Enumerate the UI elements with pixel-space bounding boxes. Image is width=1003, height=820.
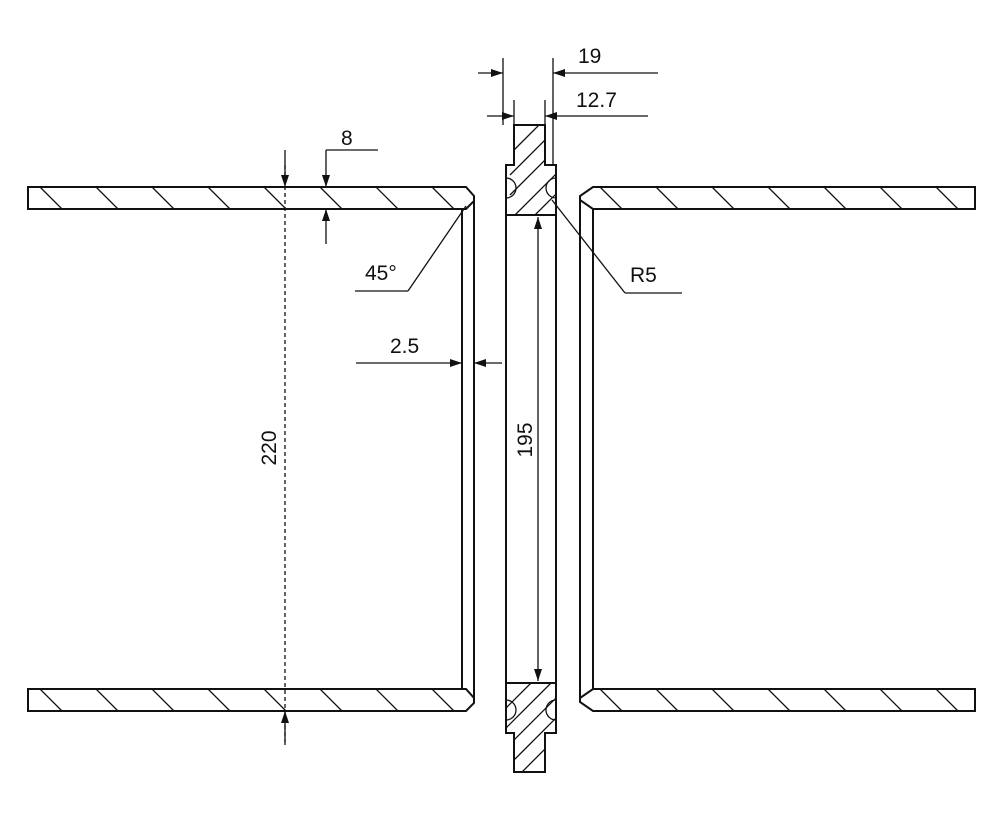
left-pipe-top-wall [27, 186, 475, 210]
wall-thickness-label: 8 [341, 127, 353, 150]
left-pipe-bottom-wall [27, 688, 475, 712]
ring-inner-diameter-label: 195 [514, 422, 537, 457]
ring-outer-width-label: 19 [578, 45, 601, 68]
right-pipe [579, 186, 976, 712]
gap-label: 2.5 [390, 335, 419, 358]
dimension-ring-outer-width: 19 [478, 45, 658, 165]
pipe-inner-diameter-label: 220 [258, 430, 281, 465]
ring-inner-width-label: 12.7 [576, 89, 617, 112]
dimension-groove-radius: R5 [551, 199, 682, 294]
dimension-wall-thickness: 8 [322, 127, 378, 244]
right-pipe-top-wall [579, 186, 976, 210]
dimension-bevel-angle: 45° [355, 205, 467, 292]
ring-bottom-section [505, 682, 557, 773]
groove-radius-label: R5 [630, 264, 657, 287]
dimension-pipe-inner-diameter: 220 [258, 150, 289, 745]
right-pipe-bottom-wall [579, 688, 976, 712]
ring-top-section [505, 124, 557, 216]
bevel-angle-label: 45° [365, 262, 397, 285]
dimension-gap: 2.5 [356, 335, 502, 367]
sealing-ring [505, 124, 557, 773]
dimension-ring-inner-diameter: 195 [514, 217, 542, 681]
left-pipe [27, 186, 475, 712]
dimension-ring-inner-width: 12.7 [487, 89, 648, 125]
